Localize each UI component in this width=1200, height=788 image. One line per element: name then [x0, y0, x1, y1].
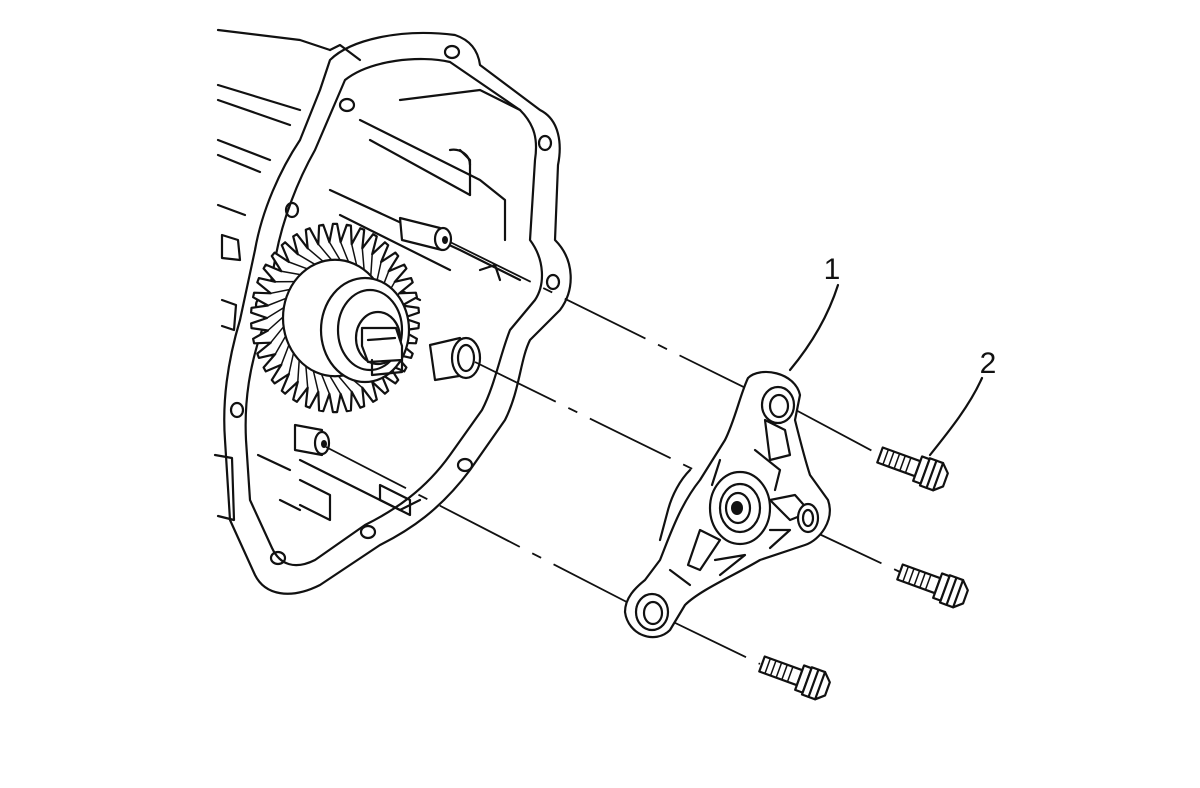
gear-tooth-line [305, 365, 309, 389]
callout-2: 2 [928, 347, 997, 457]
gear-tooth-line [288, 352, 295, 375]
gear-tooth-line [269, 325, 285, 344]
gear-tooth-line [306, 247, 324, 263]
gear-tooth-line [280, 270, 302, 276]
gear-tooth-line [337, 375, 353, 393]
gear-tooth-line [288, 261, 308, 270]
gear-tooth-line [297, 253, 316, 266]
gear-tooth-line [328, 241, 341, 261]
gear-tooth-line [274, 335, 287, 355]
bolt-middle [896, 563, 969, 609]
gear-tooth-line [297, 359, 300, 383]
gear-tooth-line [329, 375, 342, 395]
bolt-lower [758, 655, 831, 701]
gear-tooth-line [312, 370, 320, 393]
gear-tooth-line [267, 297, 287, 307]
gear-tooth-line [267, 316, 284, 332]
bolt-upper [876, 446, 949, 492]
gear-tooth-line [370, 253, 373, 277]
gear-tooth-line [269, 288, 291, 295]
gear-tooth-line [280, 344, 290, 366]
gear-tooth-line [320, 373, 331, 395]
callout-1: 1 [788, 253, 841, 372]
gear-tooth-line [350, 243, 358, 266]
gear-tooth-line [266, 306, 285, 319]
gear-tooth-line [361, 247, 365, 271]
callout-2-label: 2 [980, 347, 997, 380]
gear-hub [319, 276, 411, 384]
cover-plate [623, 370, 831, 639]
gear-tooth-line [339, 241, 350, 263]
callout-1-label: 1 [824, 253, 841, 286]
alignment-lines [325, 241, 901, 665]
gear-tooth-line [317, 243, 333, 261]
